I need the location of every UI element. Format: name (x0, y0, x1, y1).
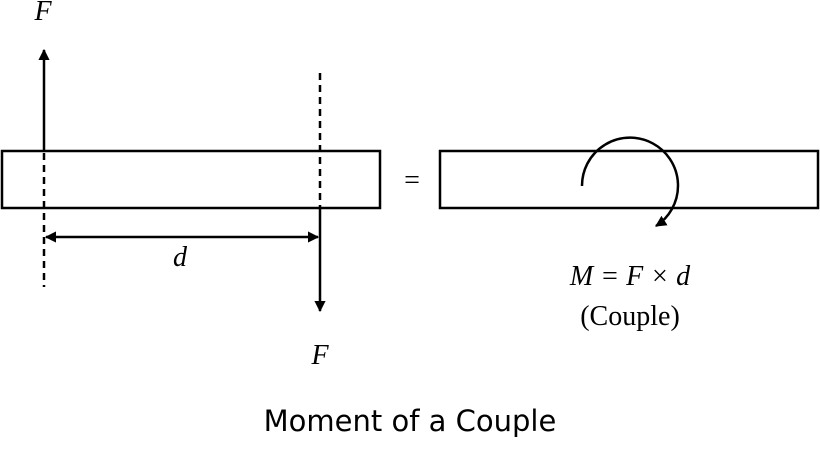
moment-arc-arrow (580, 136, 680, 228)
equals-sign: = (404, 165, 420, 196)
moment-equation: M = F × d (569, 261, 691, 292)
diagram-title: Moment of a Couple (263, 404, 557, 438)
distance-label: d (173, 242, 188, 273)
couple-label: (Couple) (580, 301, 680, 332)
force-label-bottom: F (310, 340, 329, 371)
force-label-top: F (33, 0, 52, 27)
beam-right (438, 149, 820, 210)
beam-left (0, 149, 382, 210)
